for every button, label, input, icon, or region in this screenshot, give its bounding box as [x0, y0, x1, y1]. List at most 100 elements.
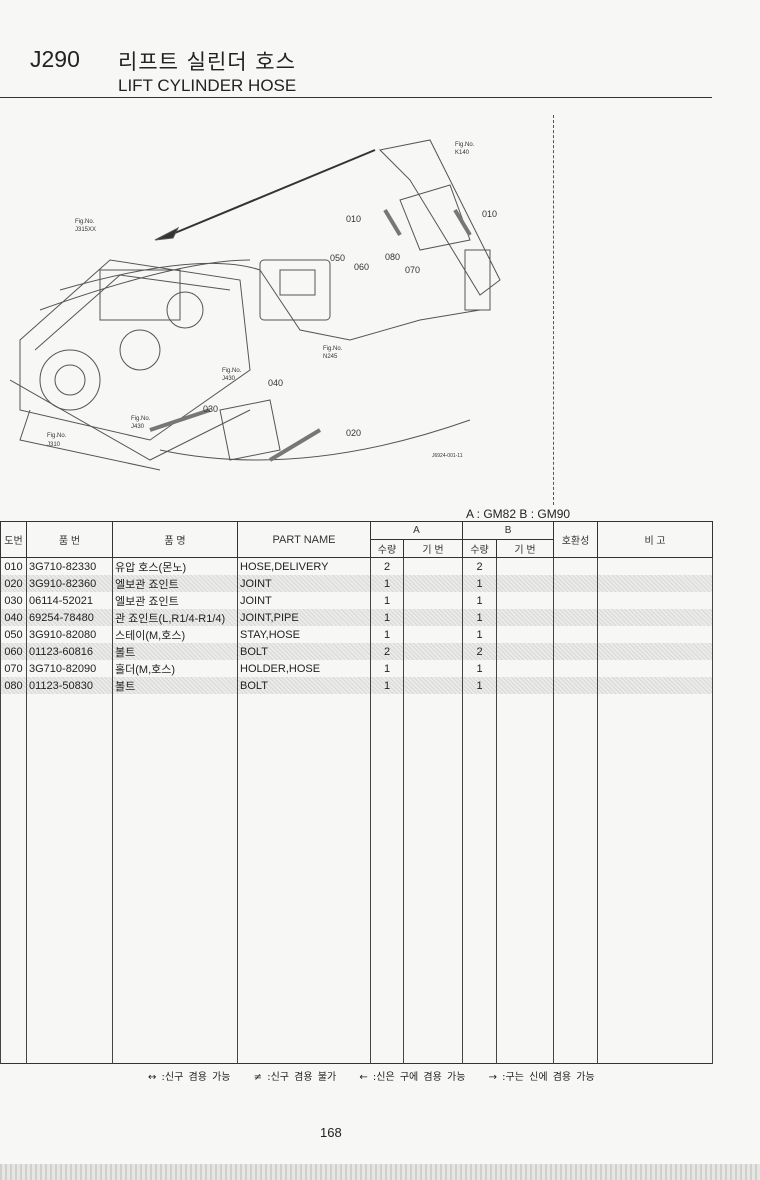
cell-empty — [496, 643, 555, 660]
valve-block-drawing — [149, 259, 331, 462]
tractor-assembly-drawing — [9, 259, 481, 471]
cell-qty-b: 1 — [462, 660, 498, 677]
cell-empty — [553, 626, 599, 643]
title-divider — [0, 97, 712, 98]
callout-030: 030 — [203, 404, 218, 414]
cell-name-ko: 관 죠인트(L,R1/4-R1/4) — [112, 609, 238, 626]
cell-empty — [402, 626, 464, 643]
page-title-korean: 리프트 실린더 호스 — [118, 50, 296, 74]
cell-empty — [597, 575, 714, 592]
cell-name-ko: 스테이(M,호스) — [112, 626, 238, 643]
header-part-name: PART NAME — [237, 521, 371, 558]
cell-empty — [496, 609, 555, 626]
cell-empty — [496, 694, 555, 1064]
cell-no: 050 — [0, 626, 27, 643]
cell-part-no: 01123-50830 — [26, 677, 113, 694]
cell-name-ko: 엘보관 죠인트 — [112, 575, 238, 592]
cell-empty — [597, 557, 714, 575]
cell-part-name: HOLDER,HOSE — [237, 660, 371, 677]
cell-part-name: JOINT — [237, 592, 371, 609]
cell-empty — [402, 575, 464, 592]
cell-empty — [597, 626, 714, 643]
cell-empty — [597, 694, 714, 1064]
fig-ref-label: Fig.No. — [323, 346, 343, 352]
page-number: 168 — [320, 1125, 342, 1140]
cell-no: 080 — [0, 677, 27, 694]
cell-empty — [402, 677, 464, 694]
cell-part-no: 06114-52021 — [26, 592, 113, 609]
cell-empty — [597, 643, 714, 660]
cell-empty — [553, 643, 599, 660]
cell-empty — [370, 694, 404, 1064]
reference-arrow — [169, 149, 376, 236]
header-qty-b: 수량 — [462, 539, 498, 558]
legend-item: → :구는 신에 겸용 가능 — [488, 1072, 595, 1083]
cell-empty — [496, 626, 555, 643]
cell-part-no: 3G710-82090 — [26, 660, 113, 677]
cell-part-no: 69254-78480 — [26, 609, 113, 626]
diagram-dashed-divider — [553, 115, 554, 505]
callout-060: 060 — [354, 262, 369, 272]
callout-040: 040 — [268, 378, 283, 388]
cell-empty — [26, 694, 113, 1064]
page-title-english: LIFT CYLINDER HOSE — [118, 76, 297, 95]
cell-empty — [553, 609, 599, 626]
cell-empty — [496, 660, 555, 677]
cell-empty — [402, 694, 464, 1064]
cell-empty — [553, 575, 599, 592]
cell-empty — [597, 609, 714, 626]
cell-part-name: JOINT — [237, 575, 371, 592]
callout-080: 080 — [385, 252, 400, 262]
fig-ref-n245: N245 — [323, 354, 338, 360]
fig-ref-j310: J310 — [47, 442, 61, 448]
fig-ref-j430: J430 — [131, 424, 145, 430]
cell-no: 060 — [0, 643, 27, 660]
cell-empty — [597, 660, 714, 677]
cell-empty — [462, 694, 498, 1064]
legend-item: ≠ :신구 겸용 불가 — [253, 1072, 337, 1083]
cell-no: 020 — [0, 575, 27, 592]
callout-070: 070 — [405, 265, 420, 275]
cell-name-ko: 볼트 — [112, 643, 238, 660]
cell-qty-b: 2 — [462, 643, 498, 660]
fig-ref-j315xx: J315XX — [75, 227, 96, 233]
header-serial-a: 기 번 — [402, 539, 464, 558]
cell-name-ko: 볼트 — [112, 677, 238, 694]
cell-qty-b: 1 — [462, 626, 498, 643]
compatibility-legend: ↔ :신구 겸용 가능 ≠ :신구 겸용 불가 ← :신은 구에 겸용 가능 →… — [148, 1068, 613, 1083]
table-filler — [0, 694, 714, 1064]
cell-empty — [597, 592, 714, 609]
cell-qty-b: 1 — [462, 575, 498, 592]
section-code: J290 — [30, 46, 80, 72]
cell-empty — [553, 557, 599, 575]
fig-ref-label: Fig.No. — [222, 368, 242, 374]
cell-empty — [553, 677, 599, 694]
legend-item: ↔ :신구 겸용 가능 — [148, 1072, 231, 1083]
parts-diagram: 010 010 020 030 040 050 060 070 080 Fig.… — [9, 139, 501, 471]
cell-empty — [496, 592, 555, 609]
cell-no: 010 — [0, 557, 27, 575]
cell-empty — [597, 677, 714, 694]
cell-qty-b: 2 — [462, 557, 498, 575]
cell-empty — [496, 575, 555, 592]
cell-qty-a: 1 — [370, 626, 404, 643]
callout-010-right: 010 — [482, 209, 497, 219]
model-legend: A : GM82 B : GM90 — [466, 507, 571, 521]
header-serial-b: 기 번 — [496, 539, 555, 558]
header-qty-a: 수량 — [370, 539, 404, 558]
cell-qty-a: 2 — [370, 557, 404, 575]
cell-empty — [553, 660, 599, 677]
cell-empty — [112, 694, 238, 1064]
header-compat: 호환성 — [553, 521, 599, 558]
cell-qty-a: 2 — [370, 643, 404, 660]
cell-empty — [496, 557, 555, 575]
cell-empty — [402, 643, 464, 660]
fig-ref-label: Fig.No. — [47, 433, 67, 439]
cell-no: 040 — [0, 609, 27, 626]
cell-empty — [402, 592, 464, 609]
